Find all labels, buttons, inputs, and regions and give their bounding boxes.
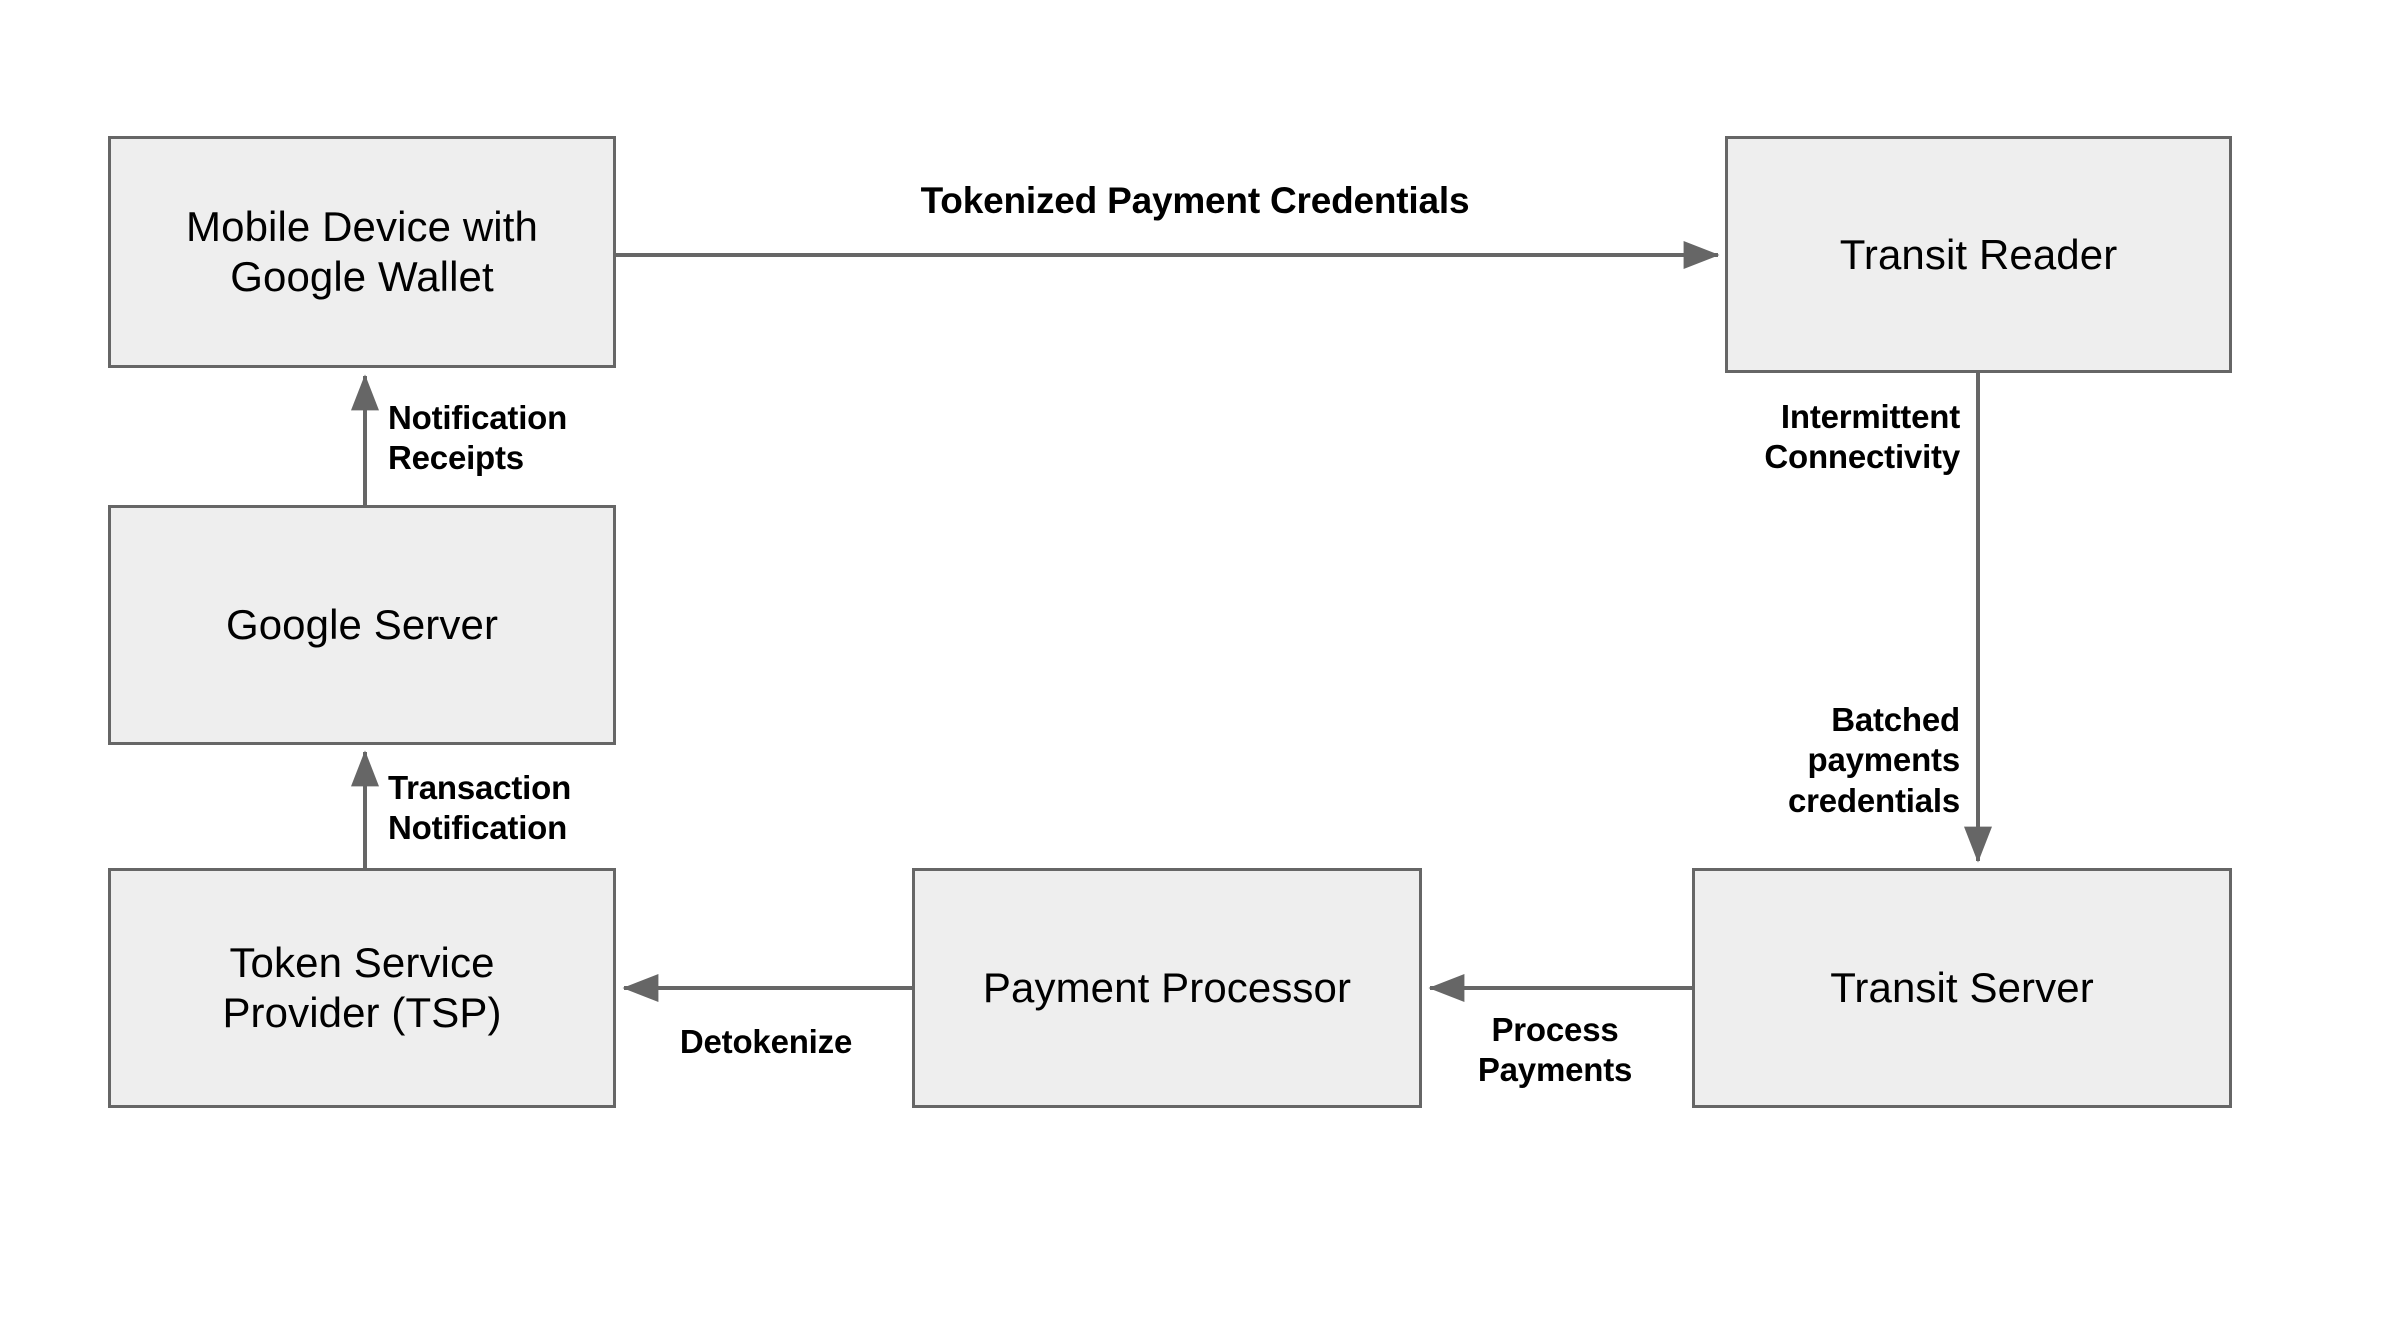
edge-label-notification-receipts: Notification Receipts [388, 399, 568, 477]
node-mobile-device-label: Mobile Device with Google Wallet [186, 203, 538, 300]
node-token-service-provider[interactable]: Token Service Provider (TSP) [108, 868, 616, 1108]
edge-label-tokenized-payment-credentials: Tokenized Payment Credentials [920, 180, 1470, 221]
node-transit-reader[interactable]: Transit Reader [1725, 136, 2232, 373]
edge-label-detokenize: Detokenize [679, 1023, 853, 1060]
edge-label-intermittent-connectivity: Intermittent Connectivity [1764, 398, 1960, 476]
node-payment-processor[interactable]: Payment Processor [912, 868, 1422, 1108]
node-token-service-provider-label: Token Service Provider (TSP) [222, 939, 502, 1036]
edge-label-batched-payments-credentials: Batched payments credentials [1787, 701, 1960, 819]
node-google-server[interactable]: Google Server [108, 505, 616, 745]
edge-label-transaction-notification: Transaction Notification [388, 769, 572, 847]
node-transit-server-label: Transit Server [1830, 964, 2094, 1012]
edge-label-process-payments: Process Payments [1477, 1011, 1633, 1089]
node-transit-reader-label: Transit Reader [1839, 230, 2118, 278]
node-payment-processor-label: Payment Processor [982, 964, 1352, 1012]
node-google-server-label: Google Server [225, 601, 499, 649]
node-mobile-device[interactable]: Mobile Device with Google Wallet [108, 136, 616, 368]
node-transit-server[interactable]: Transit Server [1692, 868, 2232, 1108]
